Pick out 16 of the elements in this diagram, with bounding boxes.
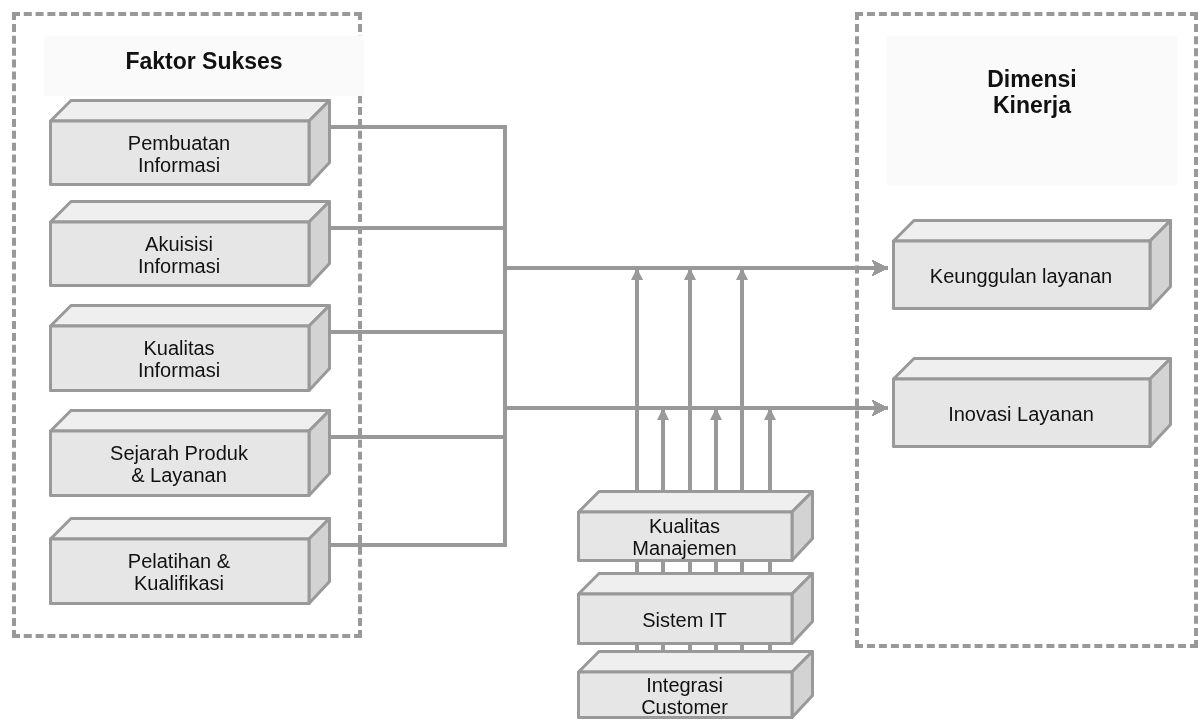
dashed-group-frame bbox=[12, 12, 362, 638]
block-label: Integrasi Customer bbox=[640, 673, 729, 718]
group-title: Faktor Sukses bbox=[44, 36, 364, 96]
block-label: Sistem IT bbox=[642, 608, 727, 631]
dashed-group-frame bbox=[855, 12, 1198, 648]
block-label: Keunggulan layanan bbox=[929, 264, 1113, 287]
group-title: Dimensi Kinerja bbox=[887, 36, 1177, 186]
block-label: Kualitas Informasi bbox=[136, 337, 222, 381]
connector-arrow bbox=[635, 643, 772, 652]
block-label: Pelatihan & Kualifikasi bbox=[126, 550, 232, 594]
block-label: Pembuatan Informasi bbox=[126, 131, 232, 176]
block-label: Kualitas Manajemen bbox=[631, 515, 738, 559]
block-label: Inovasi Layanan bbox=[948, 402, 1094, 425]
connector-arrow bbox=[635, 560, 772, 574]
block-label: Akuisisi Informasi bbox=[136, 232, 222, 277]
block-label: Sejarah Produk & Layanan bbox=[109, 442, 249, 486]
